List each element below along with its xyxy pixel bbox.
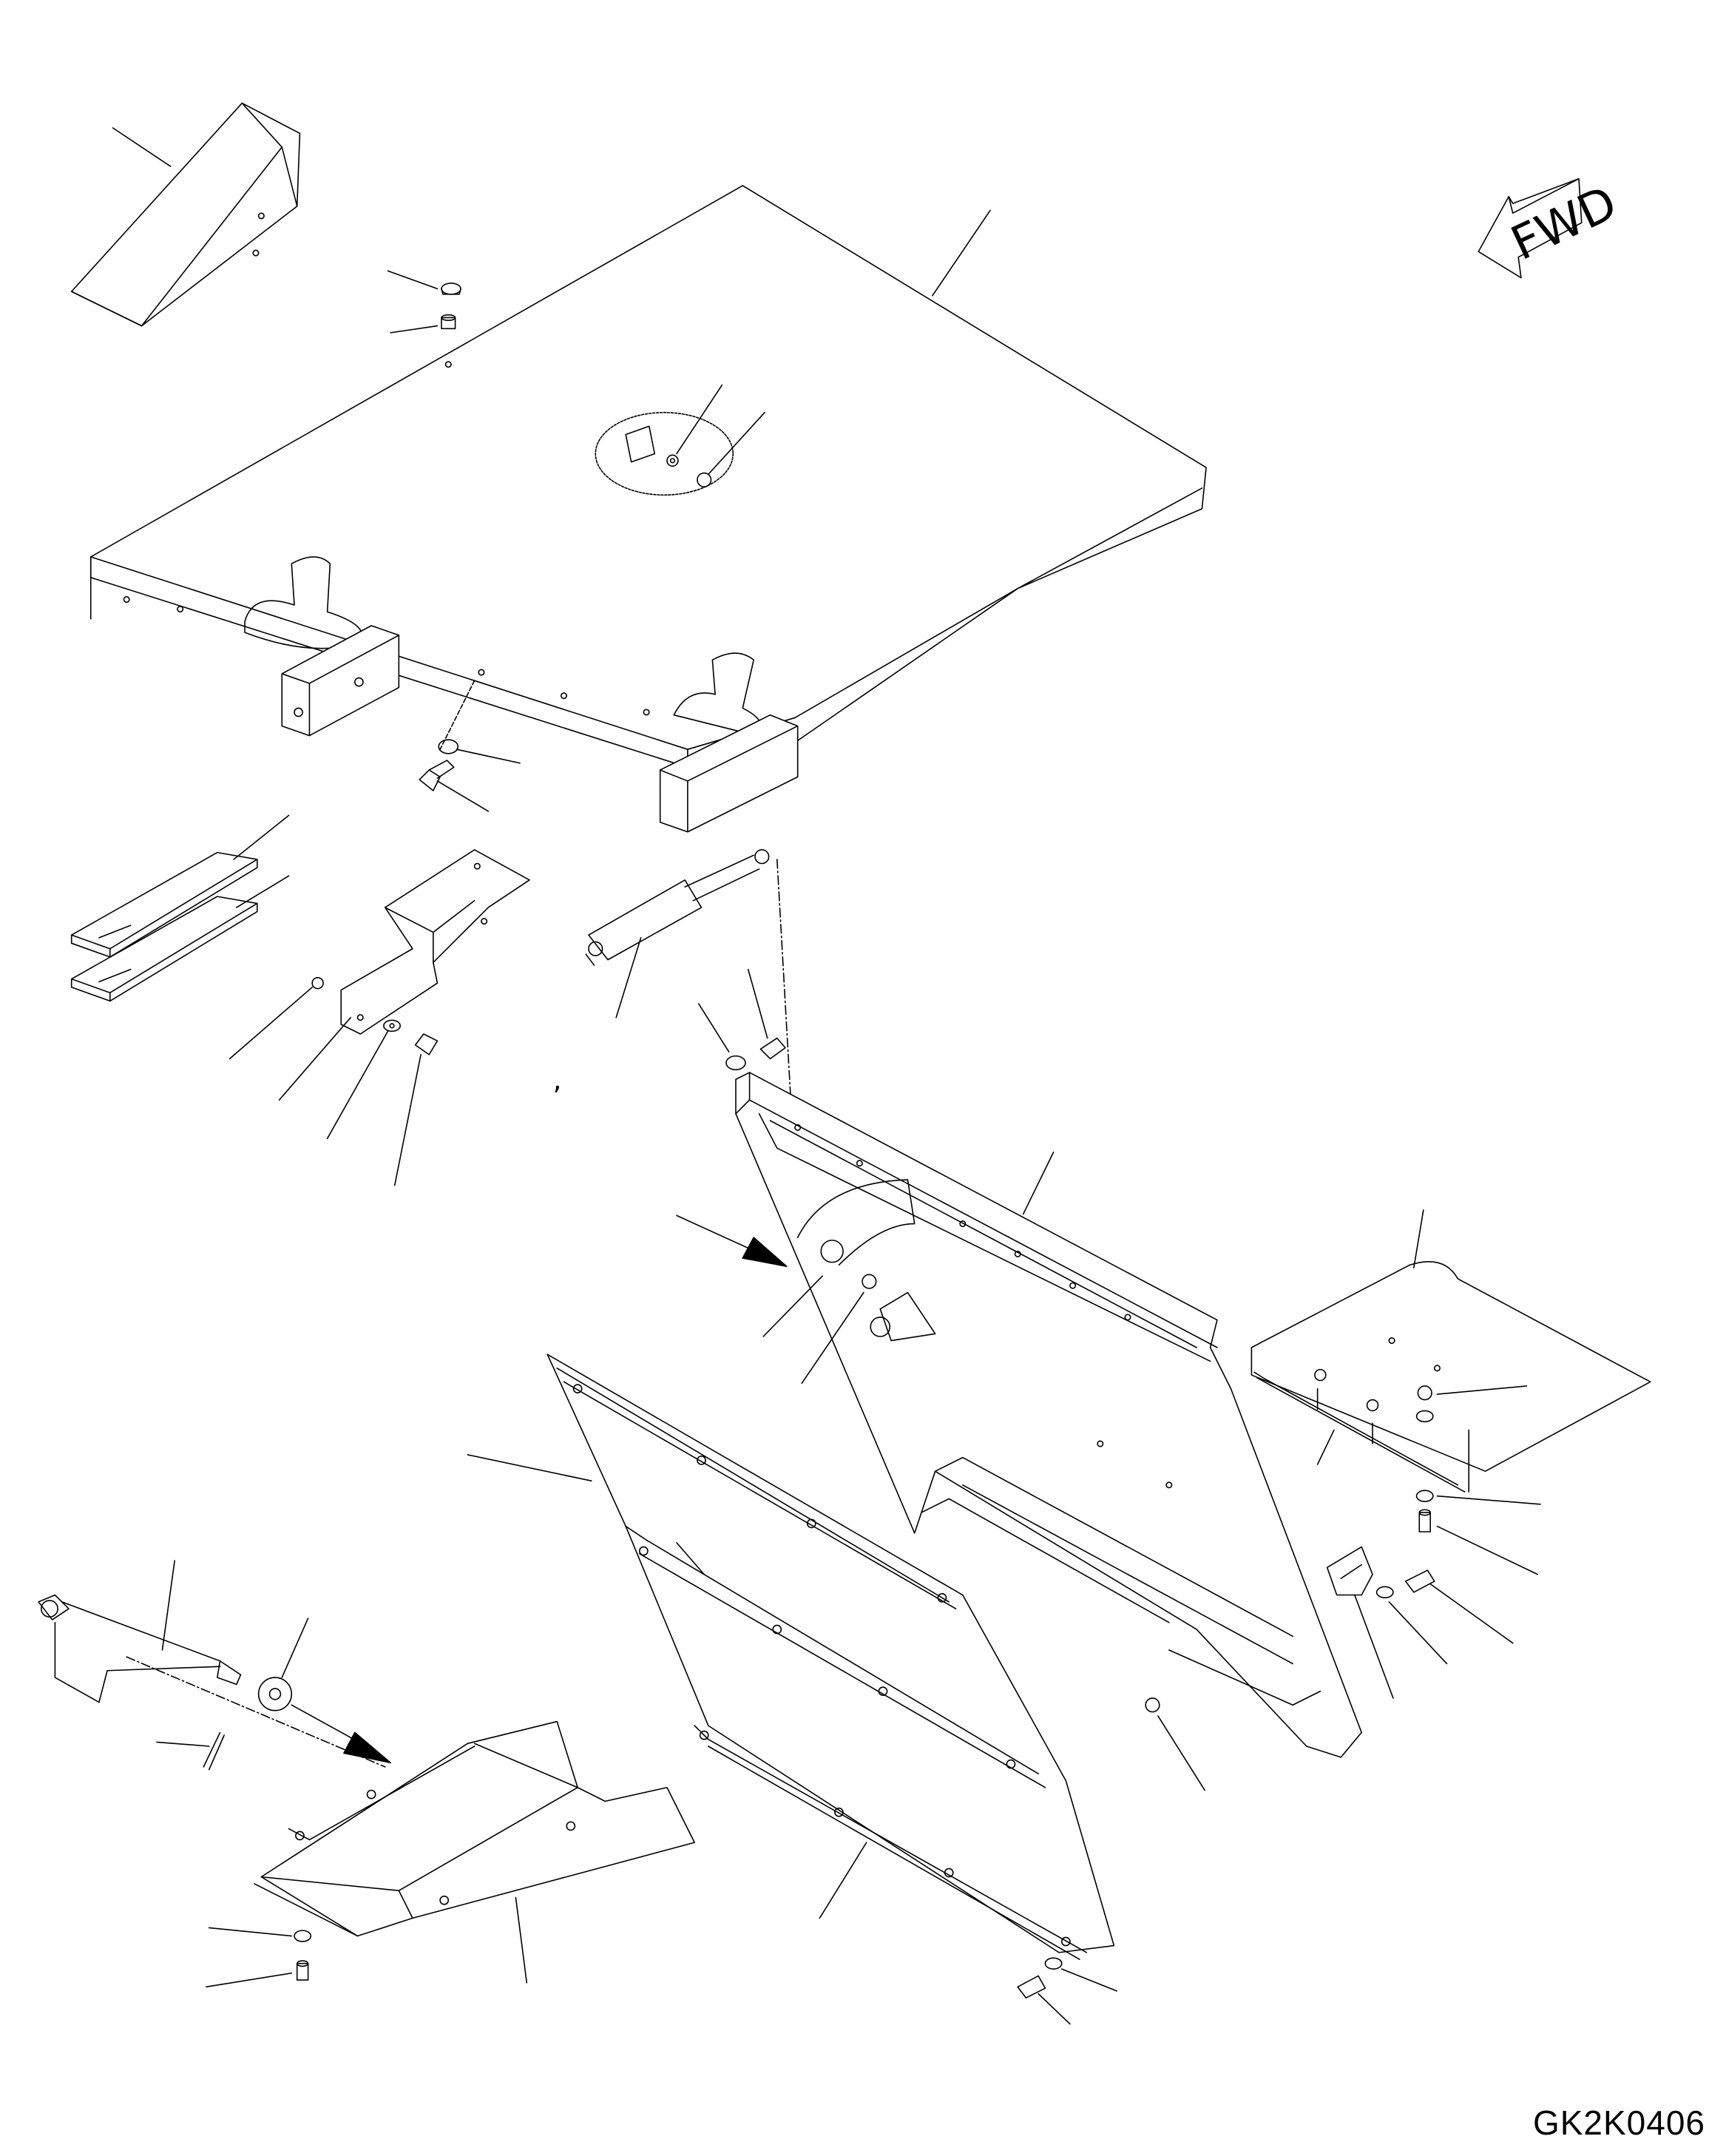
washer [1417,1410,1433,1422]
leader-line [1437,1496,1540,1504]
cotter-pin [203,1732,224,1769]
bolt [760,1038,785,1059]
drawing-id: GK2K0406 [1532,2103,1705,2142]
leader-line [1414,1210,1424,1268]
leader-line [230,987,313,1059]
leader-line [456,749,520,763]
hinged-frame [736,1072,1361,1757]
leader-line [1158,1716,1205,1790]
nut [1418,1386,1432,1400]
leader-line [802,1293,864,1384]
washer [1045,1958,1061,1969]
bolt [297,1961,308,1980]
arrow-icon [677,1215,787,1266]
leader-line [390,326,437,333]
latch-clip [1327,1547,1373,1595]
nut [1145,1698,1160,1712]
rubber-flap [547,1354,1114,1959]
locking-rod [38,1595,291,1711]
leader-line [157,1742,209,1746]
leader-line [113,128,171,166]
washer [726,1056,745,1070]
leader-line [467,1455,591,1481]
detail-inset [595,413,733,496]
leader-line [1318,1430,1334,1464]
leader-line [699,1004,729,1052]
dashed-line [440,680,474,749]
dashed-line [777,859,791,1100]
svg-text:,: , [553,1063,562,1095]
leader-line [1437,1527,1537,1575]
leader-line [162,1561,175,1650]
washer [1417,1490,1433,1501]
pin [441,315,456,329]
washer [1377,1586,1393,1598]
leader-line [282,1618,308,1677]
leader-line [1430,1584,1513,1643]
bolt [419,760,453,791]
leader-line [819,1842,866,1918]
leader-line [280,1018,351,1101]
leader-line [515,1897,527,1982]
fwd-arrow-icon: FWD [1478,175,1625,278]
leader-line [748,970,768,1038]
leader-line [708,413,765,475]
wedge-block [72,103,300,325]
bolt [1406,1570,1435,1592]
leader-line [1355,1595,1393,1698]
guard-plate [254,1722,694,1936]
arrow-icon [291,1705,390,1763]
leader-line [1437,1386,1526,1394]
bolt [1419,1510,1430,1532]
leader-line [1062,1969,1117,1991]
shim-lower [72,896,257,1001]
leader-line [1389,1602,1446,1664]
bolt [1018,1976,1045,1998]
leader-line [387,271,437,288]
leader-line [616,938,640,1018]
leader-line [437,781,488,811]
leader-line [206,1973,291,1987]
washer [384,1020,400,1031]
side-plate [1251,1262,1650,1492]
shim-upper [72,853,257,957]
leader-line [1023,1152,1054,1214]
washer [294,1930,311,1942]
leader-line [677,385,722,454]
leader-line [395,1055,421,1186]
mounting-bracket [341,850,529,1034]
bolt [416,1034,438,1055]
leader-line [328,1031,388,1138]
washer [439,740,458,754]
gas-spring [586,850,768,965]
plug-cap [441,283,461,294]
dashed-line [126,1657,385,1767]
cover-plate [91,186,1206,832]
leader-line [933,210,990,295]
nut [312,978,323,989]
leader-line [1038,1994,1070,2024]
leader-line [234,815,288,859]
leader-line [237,876,289,908]
leader-line [763,1276,822,1336]
leader-line [209,1927,292,1936]
